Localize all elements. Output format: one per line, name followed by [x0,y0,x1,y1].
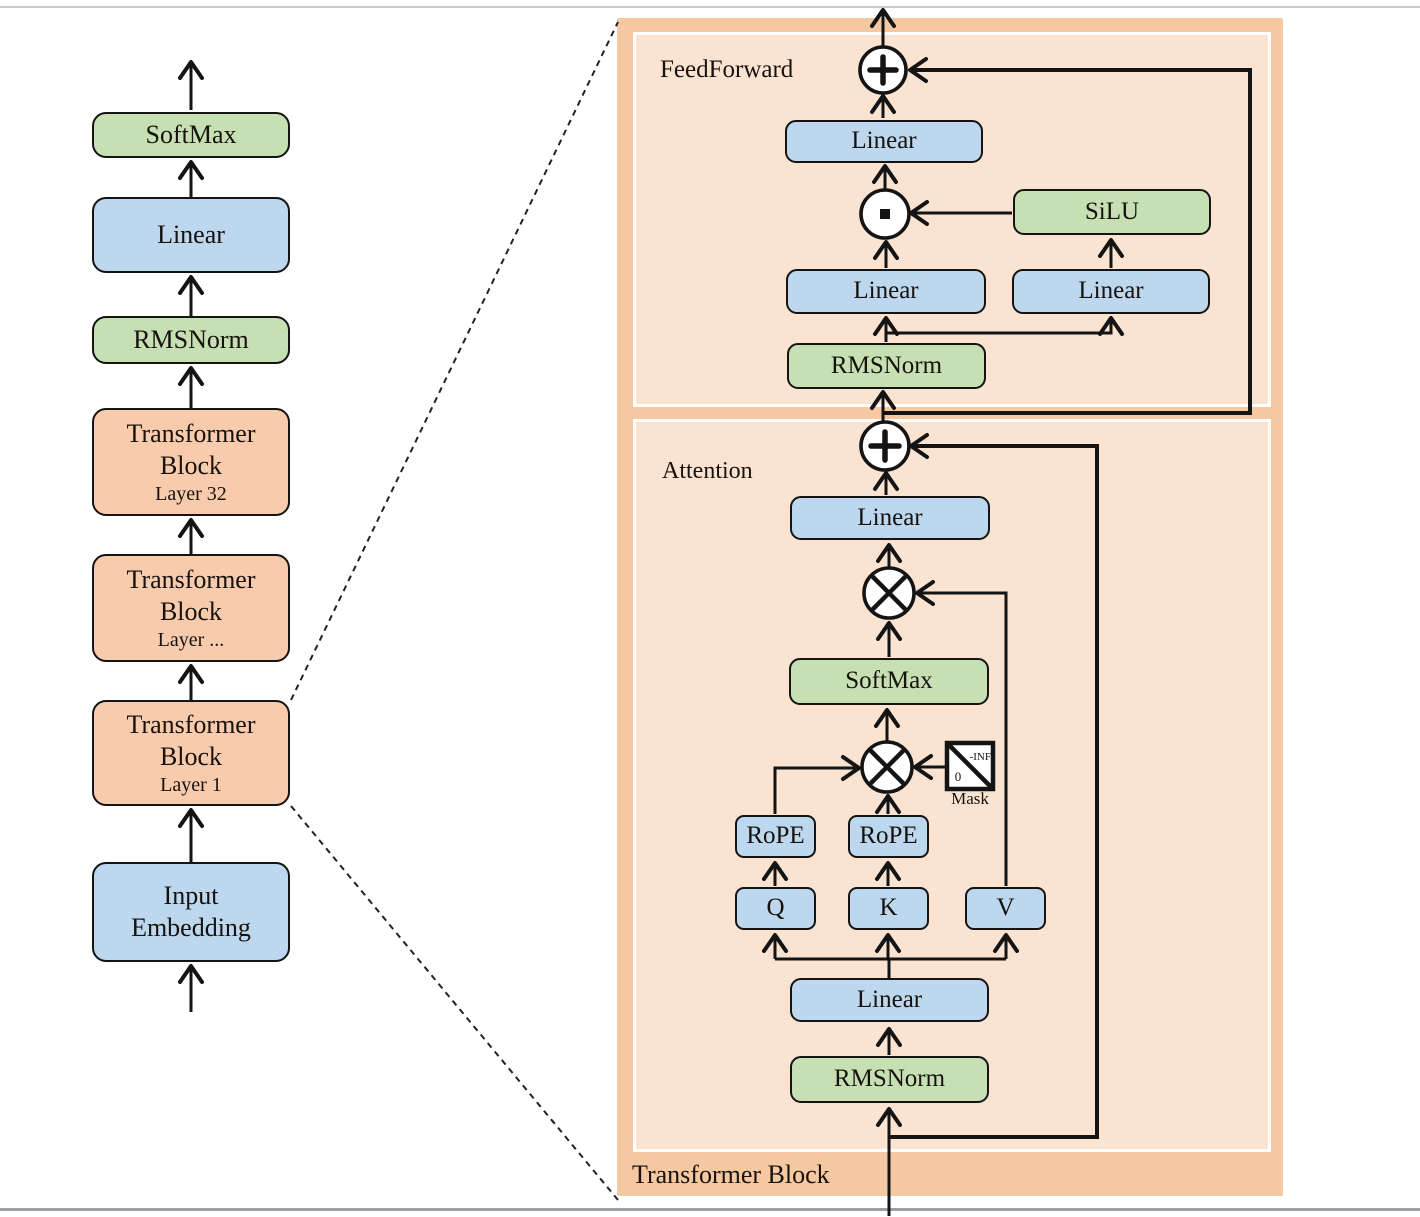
left-rmsnorm-block: RMSNorm [92,316,290,364]
top-frame-line [0,6,1420,8]
attention-wiring [762,433,1099,1216]
zoom-guide-bottom [290,805,619,1201]
layer-dots-label: Layer ... [157,628,225,651]
elementwise-multiply-icon [859,188,911,240]
attn-linear-qkv-block: Linear [790,978,989,1022]
ropeq-to-matmul-line [773,755,861,814]
ff-linear-gate-block: Linear [786,269,986,314]
attn-softmax-block: SoftMax [789,658,989,705]
left-softmax-block: SoftMax [92,112,290,158]
rope-k-block: RoPE [848,815,929,858]
q-block: Q [735,887,816,930]
feedforward-wiring [870,8,1252,423]
attn-linear-out-block: Linear [790,496,990,540]
branch-rmsnorm-to-up [886,316,1124,336]
ff-rmsnorm-block: RMSNorm [787,343,986,389]
attn-residual-line [890,433,1099,1139]
zoom-guides [290,21,619,1201]
mask-neginf-label: -INF [970,751,991,763]
feedforward-label: FeedForward [660,56,794,83]
transformer-block-layer32: Transformer Block Layer 32 [92,408,290,516]
rope-q-block: RoPE [735,815,816,858]
transformer-block-layer1: Transformer Block Layer 1 [92,700,290,806]
pv-matmul-icon [862,566,916,620]
attn-add-icon [859,420,911,472]
qk-matmul-icon [860,740,914,794]
v-to-matmul-line [915,580,1008,886]
ff-residual-line [883,57,1252,415]
zoom-guide-top [290,21,619,701]
ff-linear-out-block: Linear [785,120,983,163]
mask-label: Mask [951,789,989,808]
mask-icon: 0 -INF Mask [944,740,996,808]
left-linear-block: Linear [92,197,290,273]
attention-label: Attention [662,458,753,484]
ff-silu-block: SiLU [1013,189,1211,235]
attn-rmsnorm-block: RMSNorm [790,1056,989,1103]
qkv-split-line [775,957,1006,979]
transformer-block-layer-dots: Transformer Block Layer ... [92,554,290,662]
ff-add-icon [858,45,908,95]
layer-1-label: Layer 1 [160,773,222,796]
input-embedding-block: Input Embedding [92,862,290,962]
bottom-frame-line [0,1208,1420,1211]
v-block: V [965,887,1046,930]
layer-32-label: Layer 32 [155,482,227,505]
mask-zero-label: 0 [955,769,962,784]
transformer-block-label: Transformer Block [632,1160,830,1189]
k-block: K [848,887,929,930]
ff-linear-up-block: Linear [1012,269,1210,314]
